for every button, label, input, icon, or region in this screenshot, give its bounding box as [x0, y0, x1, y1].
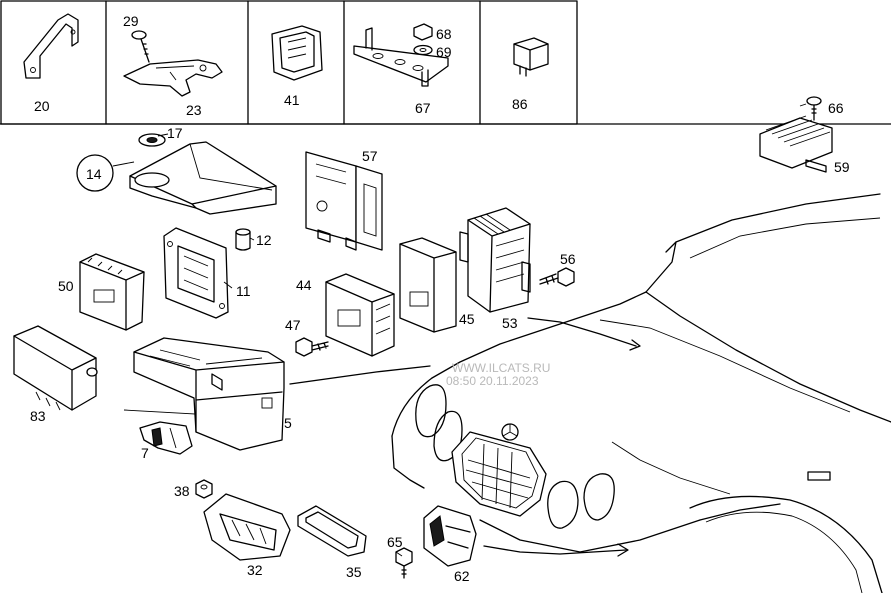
callout-57: 57	[362, 148, 378, 164]
callout-7: 7	[141, 445, 149, 461]
callout-20: 20	[34, 98, 50, 114]
callout-32: 32	[247, 562, 263, 578]
callout-86: 86	[512, 96, 528, 112]
callout-14-circle	[76, 154, 135, 192]
part-68-nut[interactable]	[413, 23, 433, 41]
part-83-module[interactable]	[13, 325, 98, 411]
part-50-module[interactable]	[79, 253, 145, 331]
callout-14: 14	[86, 166, 102, 182]
callout-11: 11	[236, 283, 251, 299]
callout-59: 59	[834, 159, 850, 175]
car-outline	[391, 193, 891, 593]
part-62-sensor[interactable]	[423, 505, 477, 567]
callout-5: 5	[284, 415, 292, 431]
part-32-holder[interactable]	[203, 493, 291, 561]
part-56-bolt[interactable]	[539, 267, 575, 287]
callout-45: 45	[459, 311, 475, 327]
callout-68: 68	[436, 26, 452, 42]
part-11-holder[interactable]	[163, 227, 229, 319]
callout-56: 56	[560, 251, 576, 267]
part-20-bracket[interactable]	[23, 13, 79, 79]
part-29-screw[interactable]	[131, 30, 150, 63]
part-67-bracket[interactable]	[353, 27, 449, 87]
part-53-module[interactable]	[459, 207, 531, 313]
callout-62: 62	[454, 568, 470, 584]
parts-table	[0, 0, 891, 125]
callout-12: 12	[256, 232, 272, 248]
callout-66: 66	[828, 100, 844, 116]
part-14-cover[interactable]	[129, 141, 277, 215]
part-59-module[interactable]	[759, 115, 833, 173]
callout-41: 41	[284, 92, 300, 108]
part-17-grommet[interactable]	[138, 133, 166, 147]
part-5-box[interactable]	[133, 337, 285, 451]
part-23-bracket[interactable]	[123, 59, 223, 97]
part-57-bracket[interactable]	[305, 151, 383, 251]
part-38-nut[interactable]	[195, 479, 213, 499]
part-65-bolt[interactable]	[395, 547, 413, 579]
callout-29: 29	[123, 13, 139, 29]
arrow-head-icon	[617, 543, 629, 557]
part-44-module[interactable]	[325, 273, 395, 357]
arrow-head-icon	[629, 339, 641, 351]
callout-44: 44	[296, 277, 312, 293]
watermark-site: WWW.ILCATS.RU	[452, 361, 550, 375]
callout-47: 47	[285, 317, 301, 333]
callout-69: 69	[436, 44, 452, 60]
part-47-bolt[interactable]	[295, 337, 329, 357]
callout-23: 23	[186, 102, 202, 118]
part-35-seal[interactable]	[297, 505, 367, 557]
part-7-connector[interactable]	[123, 409, 197, 455]
watermark-timestamp: 08:50 20.11.2023	[446, 374, 539, 388]
callout-65: 65	[387, 534, 403, 550]
part-69-washer[interactable]	[413, 44, 433, 56]
leader-lines	[157, 103, 807, 557]
part-66-screw[interactable]	[806, 96, 822, 121]
part-41-grommet[interactable]	[271, 25, 323, 81]
part-12-cap[interactable]	[235, 228, 251, 251]
callout-50: 50	[58, 278, 74, 294]
callout-83: 83	[30, 408, 46, 424]
callout-35: 35	[346, 564, 362, 580]
callout-17: 17	[167, 125, 183, 141]
callout-38: 38	[174, 483, 190, 499]
callout-67: 67	[415, 100, 431, 116]
part-86-relay[interactable]	[513, 37, 549, 77]
part-45-module[interactable]	[399, 237, 457, 333]
callout-53: 53	[502, 315, 518, 331]
